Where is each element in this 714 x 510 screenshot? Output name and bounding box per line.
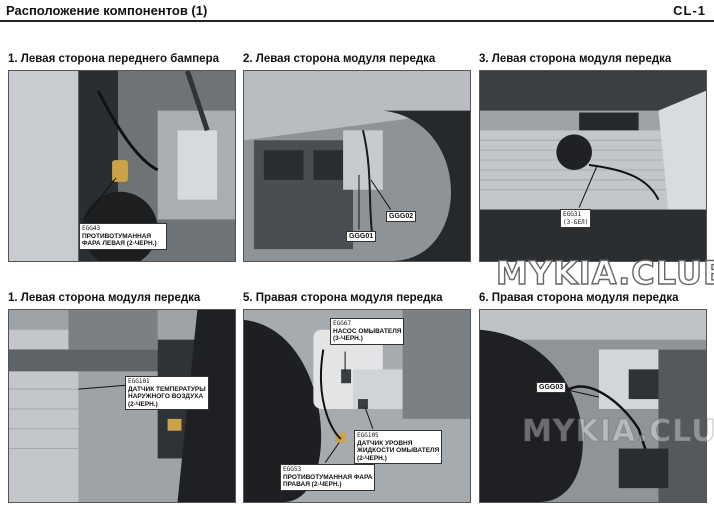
panel-3-photo: EGG31 (3-БЕЛ) xyxy=(479,70,707,262)
panel-3-caption: 3. Левая сторона модуля передка xyxy=(479,53,672,65)
panel-5-caption: 5. Правая сторона модуля передка xyxy=(243,292,443,304)
front-module-right-ground-illustration xyxy=(480,310,706,502)
watermark: MYKIA.CLUB xyxy=(495,253,714,292)
egg67-label: EGG67 НАСОС ОМЫВАТЕЛЯ (3-ЧЕРН.) xyxy=(330,318,405,345)
ggg03-tag: GGG03 xyxy=(536,382,567,393)
panel-5-photo: EGG67 НАСОС ОМЫВАТЕЛЯ (3-ЧЕРН.) EGG105 Д… xyxy=(243,309,471,503)
panel-4-caption: 1. Левая сторона модуля передка xyxy=(8,292,201,304)
egg31-label: EGG31 (3-БЕЛ) xyxy=(560,209,592,228)
section-code: CL-1 xyxy=(673,2,706,18)
page-title: Расположение компонентов (1) xyxy=(6,2,208,18)
panel-1-photo: EGG43 ПРОТИВОТУМАННАЯ ФАРА ЛЕВАЯ (2-ЧЕРН… xyxy=(8,70,236,262)
front-module-left-horn-illustration xyxy=(480,71,706,261)
egg53-label: EGG53 ПРОТИВОТУМАННАЯ ФАРА ПРАВАЯ (2-ЧЕР… xyxy=(280,464,376,491)
panel-2-caption: 2. Левая сторона модуля передка xyxy=(243,53,436,65)
egg105-label: EGG105 ДАТЧИК УРОВНЯ ЖИДКОСТИ ОМЫВАТЕЛЯ … xyxy=(354,430,443,464)
ggg01-tag: GGG01 xyxy=(346,231,377,242)
panel-6-photo: GGG03 xyxy=(479,309,707,503)
ggg02-tag: GGG02 xyxy=(386,211,417,222)
panel-6-caption: 6. Правая сторона модуля передка xyxy=(479,292,679,304)
panel-4-photo: EGG101 ДАТЧИК ТЕМПЕРАТУРЫ НАРУЖНОГО ВОЗД… xyxy=(8,309,236,503)
page-header: Расположение компонентов (1) CL-1 xyxy=(0,0,714,22)
panel-2-photo: GGG02 GGG01 xyxy=(243,70,471,262)
egg43-label: EGG43 ПРОТИВОТУМАННАЯ ФАРА ЛЕВАЯ (2-ЧЕРН… xyxy=(79,223,167,250)
watermark-faint: MYKIA.CLUB xyxy=(521,414,714,450)
egg101-label: EGG101 ДАТЧИК ТЕМПЕРАТУРЫ НАРУЖНОГО ВОЗД… xyxy=(125,376,209,410)
panel-1-caption: 1. Левая сторона переднего бампера xyxy=(8,53,219,65)
front-module-left-illustration xyxy=(244,71,470,261)
